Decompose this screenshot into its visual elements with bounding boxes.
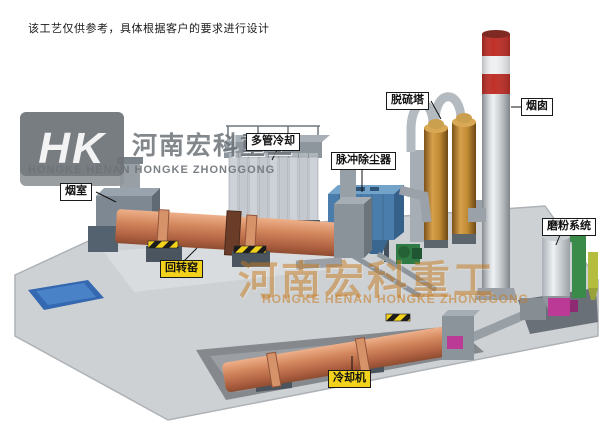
label-multi-tube-cooler: 多管冷却 [246,133,300,151]
label-pulse-dust-collector: 脉冲除尘器 [331,152,396,170]
label-desulfurization-tower: 脱硫塔 [386,92,429,110]
blue-basin [28,280,104,310]
chimney [468,30,517,300]
rotary-kiln [115,209,347,267]
label-cooler: 冷却机 [328,370,371,388]
watermark-center-cn: 河南宏科重工 [238,259,496,303]
watermark-center-en: HONGKE HENAN HONGKE ZHONGGONG [262,292,530,306]
watermark-logo-initials: HK [38,124,106,173]
watermark-logo: HK [20,112,124,186]
disclaimer-note: 该工艺仅供参考，具体根据客户的要求进行设计 [28,23,270,35]
label-smoke-chamber: 烟室 [60,183,92,201]
label-rotary-kiln: 回转窑 [160,260,203,278]
watermark-company-en: HONGKE HENAN HONGKE ZHONGGONG [28,164,276,176]
kiln-hood [295,166,372,270]
label-grinding-system: 磨粉系统 [542,218,596,236]
leader-lines [95,100,561,371]
fan-unit [396,244,422,264]
label-chimney: 烟囱 [521,98,553,116]
